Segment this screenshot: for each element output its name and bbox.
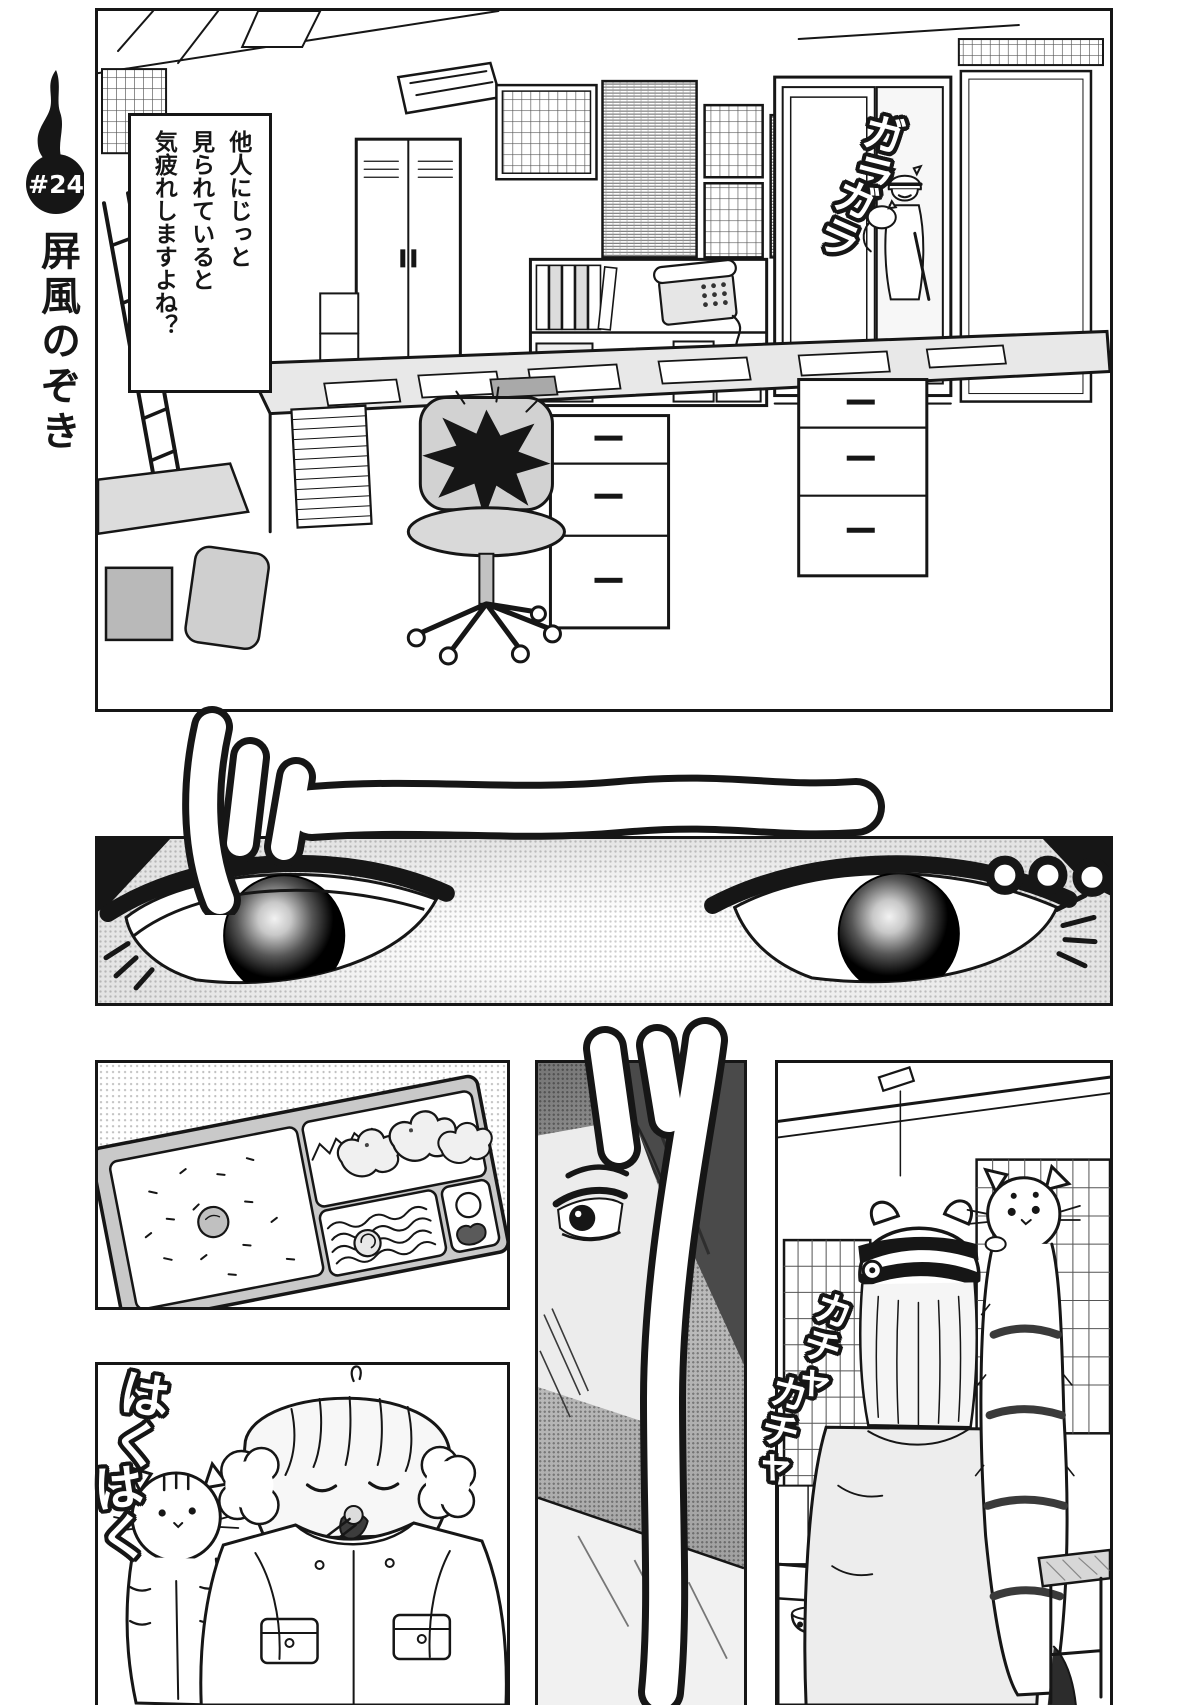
panel-eating — [95, 1362, 510, 1705]
panel-office: 他人にじっと 見られていると 気疲れしますよね？ ガラ ガラ — [95, 8, 1113, 712]
caption-line: 気疲れしますよね？ — [150, 130, 177, 337]
sfx-munch-1: はく — [100, 1364, 174, 1472]
chapter-number: #24 — [28, 170, 84, 199]
sfx-munch-2: はく — [82, 1459, 152, 1565]
eating-artwork — [113, 1365, 507, 1705]
sfx-trailing-dots — [985, 855, 1110, 897]
caption-text: 他人にじっと 見られていると 気疲れしますよね？ — [140, 116, 260, 351]
office-artwork — [98, 11, 1110, 666]
narration-caption: 他人にじっと 見られていると 気疲れしますよね？ — [128, 113, 272, 393]
back-view-artwork — [778, 1066, 1110, 1705]
chapter-header: #24 屏風のぞき — [26, 68, 88, 455]
caption-line: 他人にじっと — [224, 130, 251, 268]
sfx-stare-ji-long — [182, 706, 885, 915]
bento-artwork — [98, 1063, 507, 1307]
sfx-stare-ji-side — [583, 1017, 728, 1705]
panel-back-view — [775, 1060, 1113, 1705]
caption-line: 見られていると — [187, 130, 214, 291]
panel-staring-eyes — [95, 836, 1113, 1006]
chapter-title: 屏風のぞき — [34, 230, 80, 455]
ghost-wisp-icon: #24 — [26, 70, 86, 214]
panel-bento — [95, 1060, 510, 1310]
